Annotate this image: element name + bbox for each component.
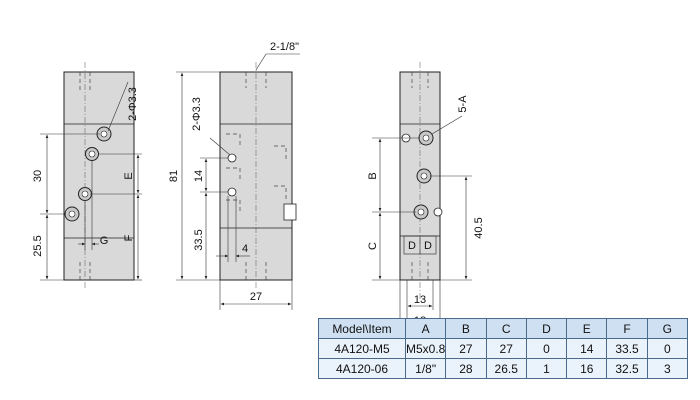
right-label-d1: D — [408, 240, 416, 252]
left-dim-25-5: 25.5 — [32, 235, 44, 256]
right-port-label: 5-A — [457, 95, 469, 113]
left-label-f: F — [123, 234, 135, 241]
table-cell: 27 — [445, 338, 487, 359]
left-dim-30: 30 — [32, 170, 44, 182]
right-label-c: C — [367, 242, 379, 250]
middle-thread-label: 2-1/8" — [270, 41, 299, 53]
middle-dim-27: 27 — [250, 291, 262, 303]
header-d: D — [525, 318, 568, 339]
middle-port-label: 2-Φ3.3 — [191, 97, 203, 131]
middle-dim-4: 4 — [242, 243, 248, 255]
header-c: C — [485, 318, 527, 339]
table-cell: 14 — [566, 338, 608, 359]
right-side-view: 5-A B C D D 40.5 13 18 — [367, 62, 485, 330]
table-cell: 16 — [566, 358, 608, 379]
table-cell: 0 — [525, 338, 568, 359]
left-label-g: G — [100, 235, 109, 247]
table-cell: 1/8" — [404, 358, 447, 379]
right-dim-13: 13 — [414, 294, 426, 306]
table-cell: 3 — [646, 358, 689, 379]
table-cell: 26.5 — [485, 358, 527, 379]
middle-dim-14: 14 — [193, 170, 205, 182]
left-label-e: E — [123, 172, 135, 179]
table-cell: 28 — [445, 358, 487, 379]
front-view: 2-1/8" 2-Φ3.3 81 14 33.5 4 27 — [168, 41, 300, 310]
header-g: G — [646, 318, 689, 339]
table-header-row: Model\Item A B C D E F G — [318, 318, 689, 339]
header-a: A — [404, 318, 447, 339]
right-label-d2: D — [424, 240, 432, 252]
table-cell: 27 — [485, 338, 527, 359]
table-cell: 1 — [525, 358, 568, 379]
right-label-b: B — [367, 172, 379, 179]
header-e: E — [566, 318, 608, 339]
header-b: B — [445, 318, 487, 339]
table-cell: 4A120-06 — [318, 358, 406, 379]
table-cell: 32.5 — [606, 358, 648, 379]
table-cell: M5x0.8 — [404, 338, 447, 359]
table-row: 4A120-M5 M5x0.8 27 27 0 14 33.5 0 — [318, 338, 689, 359]
table-cell: 0 — [646, 338, 689, 359]
right-dim-40-5: 40.5 — [473, 217, 485, 238]
middle-dim-33-5: 33.5 — [193, 229, 205, 250]
header-f: F — [606, 318, 648, 339]
left-side-view: 2-Φ3.3 30 25.5 E F G — [32, 62, 142, 290]
table-cell: 4A120-M5 — [318, 338, 406, 359]
spec-table: Model\Item A B C D E F G 4A120-M5 M5x0.8… — [318, 318, 689, 379]
header-model: Model\Item — [318, 318, 406, 339]
table-row: 4A120-06 1/8" 28 26.5 1 16 32.5 3 — [318, 358, 689, 379]
left-port-label: 2-Φ3.3 — [127, 87, 139, 121]
middle-dim-81: 81 — [168, 170, 180, 182]
table-cell: 33.5 — [606, 338, 648, 359]
